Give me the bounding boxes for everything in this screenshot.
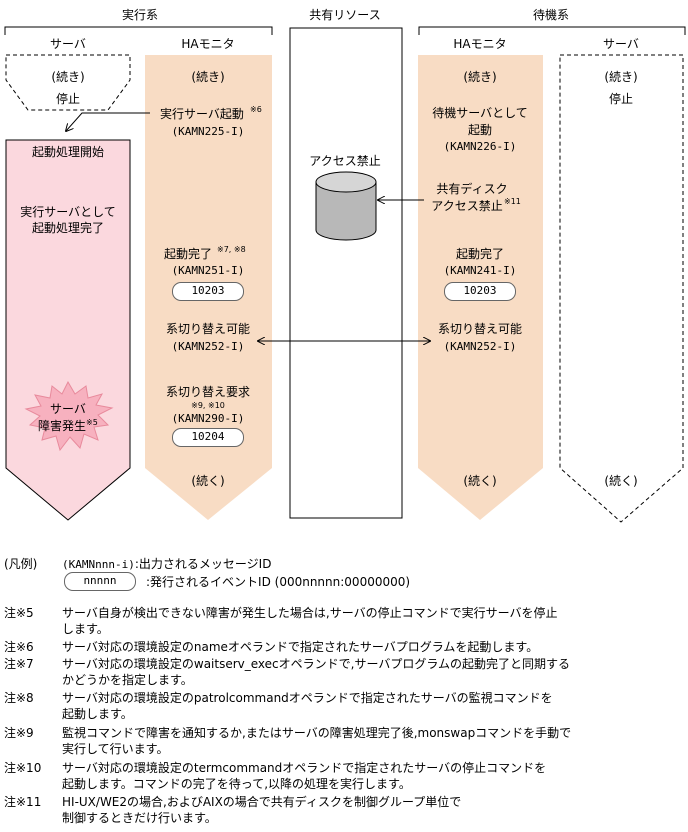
- right-server-stop: 停止: [609, 91, 633, 106]
- legend-msg-desc: :出力されるメッセージID: [134, 557, 272, 571]
- bracket-standby: [418, 26, 686, 35]
- legend-msg-sample: (KAMNnnn-i): [62, 558, 135, 571]
- left-server-active-shape: [5, 139, 131, 521]
- left-server-start: 起動処理開始: [32, 145, 104, 159]
- right-ha-cont: (続き): [463, 70, 496, 84]
- right-server-dashed-shape: [559, 54, 684, 523]
- left-server-failure-2: 障害発生: [38, 418, 86, 433]
- note-line: サーバ対応の環境設定のtermcommandオペランドで指定されたサーバの停止コ…: [62, 761, 547, 775]
- right-ha-msg2: (KAMN241-I): [444, 264, 517, 277]
- header-standby: 待機系: [533, 7, 569, 22]
- left-ha-msg2: (KAMN251-I): [172, 264, 245, 277]
- note-line: HI-UX/WE2の場合,およびAIXの場合で共有ディスクを制御グループ単位で: [62, 795, 462, 809]
- left-ha-done: 起動完了: [164, 246, 212, 261]
- right-ha-disk-note: ※11: [504, 197, 521, 206]
- legend-title: (凡例): [4, 557, 38, 571]
- left-ha-switch-req-note: ※9, ※10: [191, 401, 225, 410]
- right-ha-msg1: (KAMN226-I): [444, 140, 517, 153]
- left-ha-start-note: ※6: [250, 105, 262, 114]
- left-ha-switch-req: 系切り替え要求: [166, 385, 250, 399]
- note-label: 注※10: [4, 761, 42, 775]
- right-ha-disk-1: 共有ディスク: [436, 181, 507, 196]
- left-server-dashed-shape: [5, 54, 131, 111]
- left-server-complete-1: 実行サーバとして: [20, 204, 116, 219]
- right-ha-event1-pill: 10203: [444, 282, 516, 301]
- left-ha-msg1: (KAMN225-I): [172, 125, 245, 138]
- left-server-complete-2: 起動処理完了: [32, 220, 104, 235]
- note-label: 注※5: [4, 606, 34, 620]
- label-ha-left: HAモニタ: [181, 37, 234, 51]
- note-line: サーバ対応の環境設定のpatrolcommandオペランドで指定されたサーバの監…: [62, 691, 553, 705]
- right-server-next: (続く): [604, 474, 637, 488]
- left-ha-done-note: ※7, ※8: [217, 245, 246, 254]
- right-ha-done: 起動完了: [456, 246, 504, 261]
- left-ha-event1-pill: 10203: [172, 282, 244, 301]
- right-ha-start-1: 待機サーバとして: [432, 105, 528, 120]
- shared-disk-icon: [315, 171, 377, 241]
- left-ha-event2-pill: 10204: [172, 428, 244, 447]
- left-ha-start: 実行サーバ起動: [160, 106, 244, 121]
- failure-burst: [24, 380, 114, 452]
- label-ha-right: HAモニタ: [453, 37, 506, 51]
- legend-event-desc: :発行されるイベントID (000nnnnn:00000000): [146, 575, 411, 589]
- note-line: サーバ自身が検出できない障害が発生した場合は,サーバの停止コマンドで実行サーバを…: [62, 606, 558, 620]
- label-server-right: サーバ: [603, 37, 639, 51]
- note-line: 制御するときだけ行います。: [62, 811, 217, 825]
- right-ha-next: (続く): [463, 474, 496, 488]
- right-ha-msg3: (KAMN252-I): [444, 340, 517, 353]
- note-line: かどうかを指定します。: [62, 673, 193, 687]
- left-server-failure-note: ※5: [86, 418, 98, 427]
- header-active: 実行系: [122, 7, 158, 22]
- left-ha-cont: (続き): [191, 70, 224, 84]
- legend-event-pill: nnnnn: [64, 572, 136, 591]
- note-label: 注※9: [4, 726, 34, 740]
- note-line: サーバ対応の環境設定のnameオペランドで指定されたサーバプログラムを起動します…: [62, 640, 539, 654]
- left-server-stop: 停止: [56, 91, 80, 106]
- label-server-left: サーバ: [50, 37, 86, 51]
- note-label: 注※11: [4, 795, 42, 809]
- note-line: サーバ対応の環境設定のwaitserv_execオペランドで,サーバプログラムの…: [62, 657, 570, 671]
- left-server-cont: (続き): [51, 70, 84, 84]
- right-server-cont: (続き): [604, 70, 637, 84]
- bracket-active: [4, 26, 273, 35]
- right-ha-switchable: 系切り替え可能: [438, 322, 522, 336]
- note-line: 起動します。: [62, 707, 133, 721]
- legend-msg-row: (KAMNnnn-i):出力されるメッセージID: [62, 556, 271, 573]
- shared-access-prohibited: アクセス禁止: [309, 154, 380, 168]
- left-ha-next: (続く): [191, 474, 224, 488]
- note-line: 実行して行います。: [62, 742, 169, 756]
- note-line: 起動します。コマンドの完了を待って,以降の処理を実行します。: [62, 777, 411, 791]
- arrow-ha-to-server: [66, 112, 150, 131]
- shared-resource-column: [289, 27, 403, 519]
- header-shared: 共有リソース: [309, 8, 380, 22]
- right-ha-disk-2: アクセス禁止: [431, 199, 502, 213]
- note-label: 注※8: [4, 691, 34, 705]
- note-line: します。: [62, 622, 109, 636]
- flow-diagram: 実行系 共有リソース 待機系 サーバ HAモニタ HAモニタ サーバ (続き) …: [4, 7, 686, 523]
- left-ha-switchable: 系切り替え可能: [166, 322, 250, 336]
- left-server-failure-1: サーバ: [50, 402, 86, 416]
- note-label: 注※6: [4, 640, 34, 654]
- note-label: 注※7: [4, 657, 34, 671]
- note-line: 監視コマンドで障害を通知するか,またはサーバの障害処理完了後,monswapコマ…: [62, 726, 572, 740]
- left-ha-msg4: (KAMN290-I): [172, 412, 245, 425]
- left-ha-msg3: (KAMN252-I): [172, 340, 245, 353]
- right-ha-start-2: 起動: [468, 123, 492, 137]
